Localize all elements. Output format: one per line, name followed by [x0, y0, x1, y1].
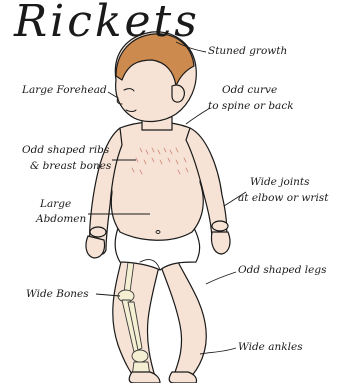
diagram-title: Rickets	[14, 0, 200, 47]
right-leg	[160, 262, 206, 380]
leader-spine	[186, 108, 210, 124]
label-odd-ribs-line1: Odd shaped ribs	[22, 144, 109, 156]
label-odd-curve: Odd curve	[222, 84, 277, 96]
label-wide-joints-line1: Wide joints	[250, 176, 310, 188]
ear	[172, 85, 184, 102]
label-wide-bones: Wide Bones	[26, 288, 89, 300]
right-foot	[169, 372, 196, 383]
label-wide-joints-line2: at elbow or wrist	[238, 192, 328, 204]
left-wrist	[90, 227, 106, 237]
left-foot	[129, 372, 160, 383]
label-odd-legs: Odd shaped legs	[238, 264, 326, 276]
right-wrist	[212, 221, 228, 231]
label-odd-ribs-line2: & breast bones	[30, 160, 111, 172]
label-odd-curve-line1: Odd curve	[222, 84, 277, 96]
left-hand	[86, 236, 105, 258]
label-odd-curve-line2: to spine or back	[208, 100, 294, 112]
label-large-abdomen-line1: Large	[40, 198, 71, 210]
leader-legs	[206, 272, 236, 284]
label-stunted-growth: Stuned growth	[208, 45, 287, 57]
label-large-forehead: Large Forehead	[22, 84, 107, 96]
label-large-abdomen-line2: Abdomen	[36, 213, 86, 225]
label-wide-ankles: Wide ankles	[238, 341, 303, 353]
right-hand	[211, 232, 230, 254]
